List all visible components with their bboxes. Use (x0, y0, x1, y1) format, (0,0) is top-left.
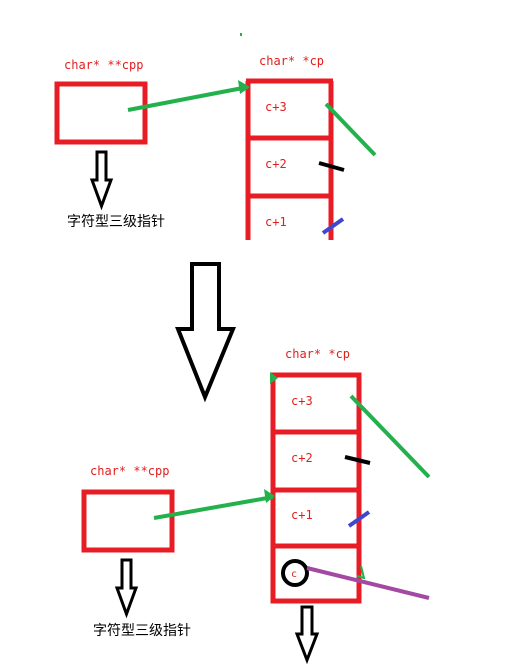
top-caption: 字符型三级指针 (67, 214, 165, 230)
top-cell-label: c+3 (265, 100, 287, 114)
bottom-arrowhead-icon (264, 489, 275, 503)
top-cell-label: c+2 (265, 157, 287, 171)
bottom-cpp-box (81, 489, 175, 553)
bottom-caption: 字符型三级指针 (93, 623, 191, 639)
top-cpp-label: char* **cpp (64, 58, 143, 72)
top-diagram: char* **cpp char* *cp c+3 c+2 c+1 字符型三级指… (54, 33, 377, 240)
top-c1-pointer (321, 217, 345, 235)
top-c2-pointer (318, 161, 345, 172)
bottom-c1-pointer (347, 510, 371, 528)
top-tick-mark (240, 33, 242, 36)
bottom-cell-label: c (291, 569, 297, 580)
top-cp-array (245, 78, 334, 240)
top-cpp-to-cp-arrow (127, 85, 249, 112)
bottom-c2-pointer (344, 455, 371, 465)
bottom-down-arrow-icon (114, 558, 139, 619)
top-down-arrow-icon (89, 150, 114, 211)
cp-down-arrow-icon (294, 605, 320, 664)
bottom-small-green-hook (356, 565, 366, 580)
bottom-cp-array (270, 372, 362, 604)
bottom-cpp-label: char* **cpp (90, 464, 169, 478)
transition-down-arrow-icon (175, 262, 236, 403)
top-cpp-box (54, 81, 148, 145)
bottom-diagram: char* *cp char* **cpp c+3 c+2 c+1 c (81, 347, 431, 664)
top-cp-label: char* *cp (259, 54, 324, 68)
top-arrowhead-icon (238, 80, 250, 94)
bottom-cell-label: c+2 (291, 451, 313, 465)
bottom-cell-label: c+1 (291, 508, 313, 522)
bottom-cp-label: char* *cp (285, 347, 350, 361)
bottom-cpp-to-cp-arrow (153, 495, 274, 520)
bottom-c3-pointer (349, 394, 431, 479)
top-cell-label: c+1 (265, 215, 287, 229)
top-c3-pointer (324, 102, 377, 157)
bottom-top-arrowhead-icon (270, 372, 278, 384)
bottom-c-pointer (306, 566, 430, 600)
c-circle-marker (281, 559, 309, 587)
bottom-cell-label: c+3 (291, 394, 313, 408)
